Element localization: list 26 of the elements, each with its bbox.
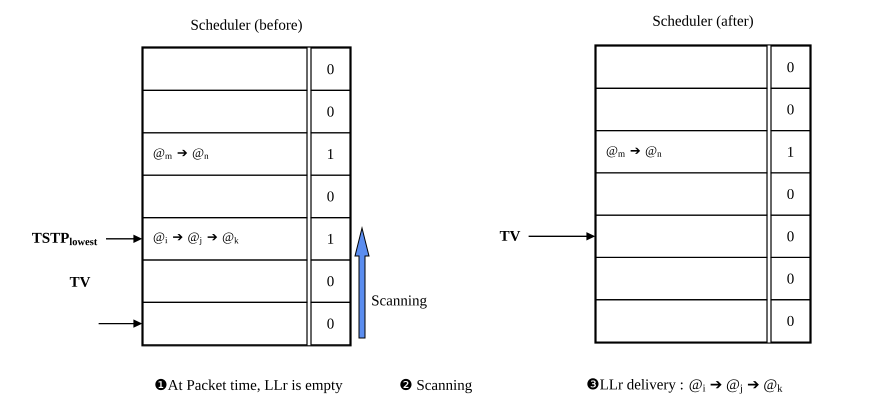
arrow-label: Scanning: [372, 295, 427, 309]
flag-cell: 0: [770, 45, 811, 89]
flag-cell: 0: [310, 47, 351, 91]
flag-cell: 0: [770, 214, 811, 258]
flag-cell: 0: [310, 302, 351, 346]
flag-cell: 0: [770, 88, 811, 132]
flag-cell: 0: [310, 90, 351, 134]
flag-cell: 1: [770, 130, 811, 174]
pointer-label: TV: [70, 276, 90, 288]
table-cell: @$_{i}$ ➔ @$_{j}$ ➔ @$_{k}$: [142, 217, 308, 261]
table-title: Scheduler (before): [192, 19, 302, 33]
table-title: Scheduler (after): [653, 15, 753, 29]
table-cell: @$_{m}$ ➔ @$_{n}$: [142, 132, 308, 176]
pointer-label: TV: [500, 230, 520, 242]
flag-cell: 0: [770, 256, 811, 300]
flag-cell: 1: [310, 132, 351, 176]
step-caption: ❸LLr delivery : @$_{i}$ ➔ @$_{j}$ ➔ @$_{k}$: [587, 378, 782, 394]
flag-cell: 1: [310, 217, 351, 261]
pointer-label: TSTP$_{lowest}$: [32, 232, 98, 246]
step-caption: ❷ Scanning: [400, 378, 472, 394]
flag-cell: 0: [770, 172, 811, 216]
table-cell: @$_{m}$ ➔ @$_{n}$: [595, 130, 768, 174]
flag-cell: 0: [770, 299, 811, 343]
step-caption: ❶At Packet time, LLr is empty: [155, 378, 343, 394]
flag-cell: 0: [310, 259, 351, 303]
flag-cell: 0: [310, 174, 351, 218]
